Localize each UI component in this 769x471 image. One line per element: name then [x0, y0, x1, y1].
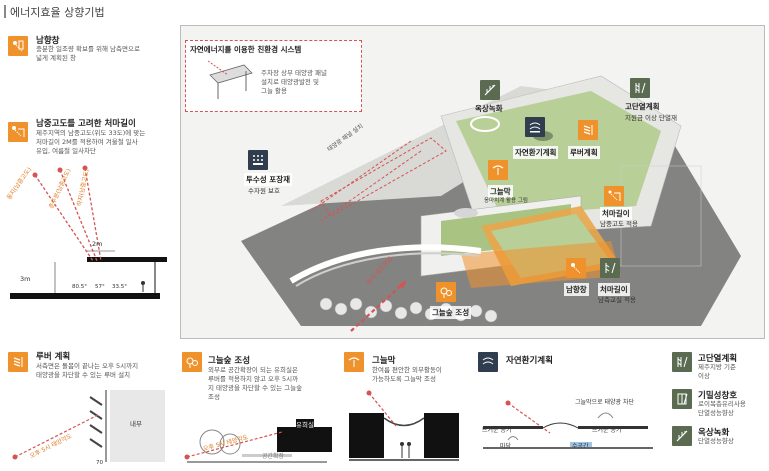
south-window-desc1: 충분한 일조량 확보를 위해 남측면으로 — [36, 45, 140, 53]
insulation-plan-icon — [630, 78, 650, 98]
vent-yard-label: 마당 — [500, 443, 512, 450]
louver-bottom-icon — [8, 352, 28, 372]
solar-callout-box: 자연에너지를 이용한 친환경 시스템 주차장 상부 태양광 패널 설치로 태양광… — [185, 40, 362, 112]
louver-bottom-title: 루버 계획 — [36, 352, 71, 362]
roof-green-icon — [480, 80, 500, 100]
south-window-plan-label: 남향창 — [564, 283, 589, 296]
eave-length-title: 남중고도를 고려한 처마길이 — [36, 119, 136, 129]
louver-interior-label: 내부 — [130, 420, 142, 428]
shade-trees-bottom-icon — [182, 352, 202, 372]
page-title: 에너지효율 상향기법 — [10, 6, 105, 19]
permeable-paving-desc: 수자원 보호 — [248, 187, 280, 195]
vent-shade-label: 그늘막으로 태양광 차단 — [575, 399, 635, 406]
louver-dim-label: 70 — [96, 460, 103, 466]
natural-vent-icon — [525, 117, 545, 137]
roof-green-legend-desc: 단열성능향상 — [698, 437, 734, 445]
natural-vent-label: 자연환기계획 — [513, 146, 559, 159]
shade-canopy-bottom-desc1: 한여름 편안한 외부활동이 — [372, 366, 442, 374]
shade-trees-section-diagram — [184, 427, 332, 463]
shade-canopy-bottom-title: 그늘막 — [372, 356, 396, 366]
title-bar-accent — [4, 5, 6, 18]
shade-canopy-bottom-desc2: 가능하도록 그늘막 조성 — [372, 375, 436, 383]
shade-canopy-plan-desc: 옹마치계 활용 그림 — [484, 198, 528, 204]
natural-vent-bottom-icon — [478, 352, 498, 372]
natural-vent-bottom-title: 자연환기계획 — [506, 356, 553, 366]
eaves-south-label: 처마길이 — [598, 283, 630, 296]
insulation-legend-desc1: 제주지방 기준 — [698, 363, 736, 371]
angle-3: 33.5° — [112, 284, 127, 290]
solar-callout-title: 자연에너지를 이용한 친환경 시스템 — [190, 45, 302, 54]
angle-1: 80.5° — [72, 284, 87, 290]
insulation-legend-desc2: 이상 — [698, 372, 710, 380]
shade-canopy-plan-icon — [488, 160, 508, 180]
solar-callout-desc3: 그늘 활용 — [261, 87, 287, 95]
vent-water-label: 수공간 — [572, 443, 589, 450]
insulation-legend-title: 고단열계획 — [698, 354, 738, 364]
shade-trees-bottom-desc3: 지 태양광을 차단할 수 있는 그늘숲 — [208, 384, 303, 392]
playroom-label: 유희실 — [296, 419, 314, 429]
aerial-view-frame — [180, 25, 765, 339]
solar-callout-desc2: 설치로 태양광발전 및 — [261, 78, 319, 86]
sun-angle-diagram — [10, 165, 167, 299]
vent-hot-air-2: 뜨거운 공기 — [592, 427, 622, 434]
shade-canopy-plan-label: 그늘막 — [488, 185, 513, 198]
shade-canopy-section-diagram — [349, 390, 459, 461]
dim-eave: 2m — [92, 240, 103, 248]
eaves-south-desc: 남측교실 적용 — [598, 296, 636, 304]
shade-trees-bottom-desc1: 외부로 공간확장이 되는 유희실은 — [208, 366, 298, 374]
south-window-desc2: 넓게 계획된 창 — [36, 54, 77, 62]
roof-green-label: 옥상녹화 — [475, 104, 503, 113]
eave-length-desc1: 제주지역의 남중고도(위도 33도)에 맞는 — [36, 129, 146, 137]
insulation-plan-desc: 지원금 이상 단열재 — [625, 114, 677, 122]
south-window-plan-icon — [566, 258, 586, 278]
louver-section-diagram — [12, 390, 165, 462]
louver-label: 루버계획 — [568, 146, 600, 159]
insulation-plan-label: 고단열계획 — [625, 102, 660, 111]
louver-bottom-desc2: 태양광을 차단할 수 있는 루버 설치 — [36, 371, 131, 379]
louver-bottom-desc1: 서측면은 돌봄이 끝나는 오후 5시까지 — [36, 362, 139, 370]
eaves-plan-icon — [604, 186, 624, 206]
insulation-icon — [672, 352, 692, 372]
dim-height: 3m — [20, 275, 31, 283]
eave-length-desc2: 처마길이 2M를 적용하여 겨울철 일사 — [36, 138, 138, 146]
vent-hot-air-1: 뜨거운 공기 — [482, 427, 512, 434]
leaf-icon — [672, 426, 692, 446]
permeable-paving-icon — [248, 150, 268, 170]
space-extension-label: 공간확장 — [262, 453, 285, 460]
airtight-window-desc2: 단열성능향상 — [698, 409, 734, 417]
eaves-plan-desc: 남중고도 적용 — [600, 220, 638, 228]
solar-callout-desc1: 주차장 상부 태양광 패널 — [261, 69, 327, 77]
solar-canopy-icon — [207, 60, 253, 99]
window-icon — [8, 36, 28, 56]
roof-green-legend-title: 옥상녹화 — [698, 428, 730, 438]
shade-trees-bottom-desc2: 루버를 적용하지 않고 오후 5시까 — [208, 375, 299, 383]
airtight-window-desc1: 로이복층유리사용 — [698, 400, 746, 408]
window-frame-icon — [672, 389, 692, 409]
shade-trees-plan-label: 그늘숲 조성 — [430, 306, 472, 319]
permeable-paving-label: 투수성 포장재 — [244, 173, 293, 186]
angle-2: 57° — [95, 284, 105, 290]
natural-vent-section-diagram — [483, 400, 653, 449]
shade-trees-plan-icon — [436, 282, 456, 302]
shade-trees-bottom-desc4: 조성 — [208, 393, 220, 401]
eave-length-desc3: 유입, 여름철 일사차단 — [36, 147, 97, 155]
south-window-title: 남향창 — [36, 36, 60, 46]
airtight-window-title: 기밀성창호 — [698, 391, 738, 401]
eaves-south-icon — [600, 258, 620, 278]
sun-angle-icon — [8, 122, 28, 142]
shade-trees-bottom-title: 그늘숲 조성 — [208, 356, 251, 366]
shade-canopy-bottom-icon — [344, 352, 364, 372]
louver-icon — [578, 120, 598, 140]
eaves-plan-label: 처마길이 — [600, 207, 632, 220]
